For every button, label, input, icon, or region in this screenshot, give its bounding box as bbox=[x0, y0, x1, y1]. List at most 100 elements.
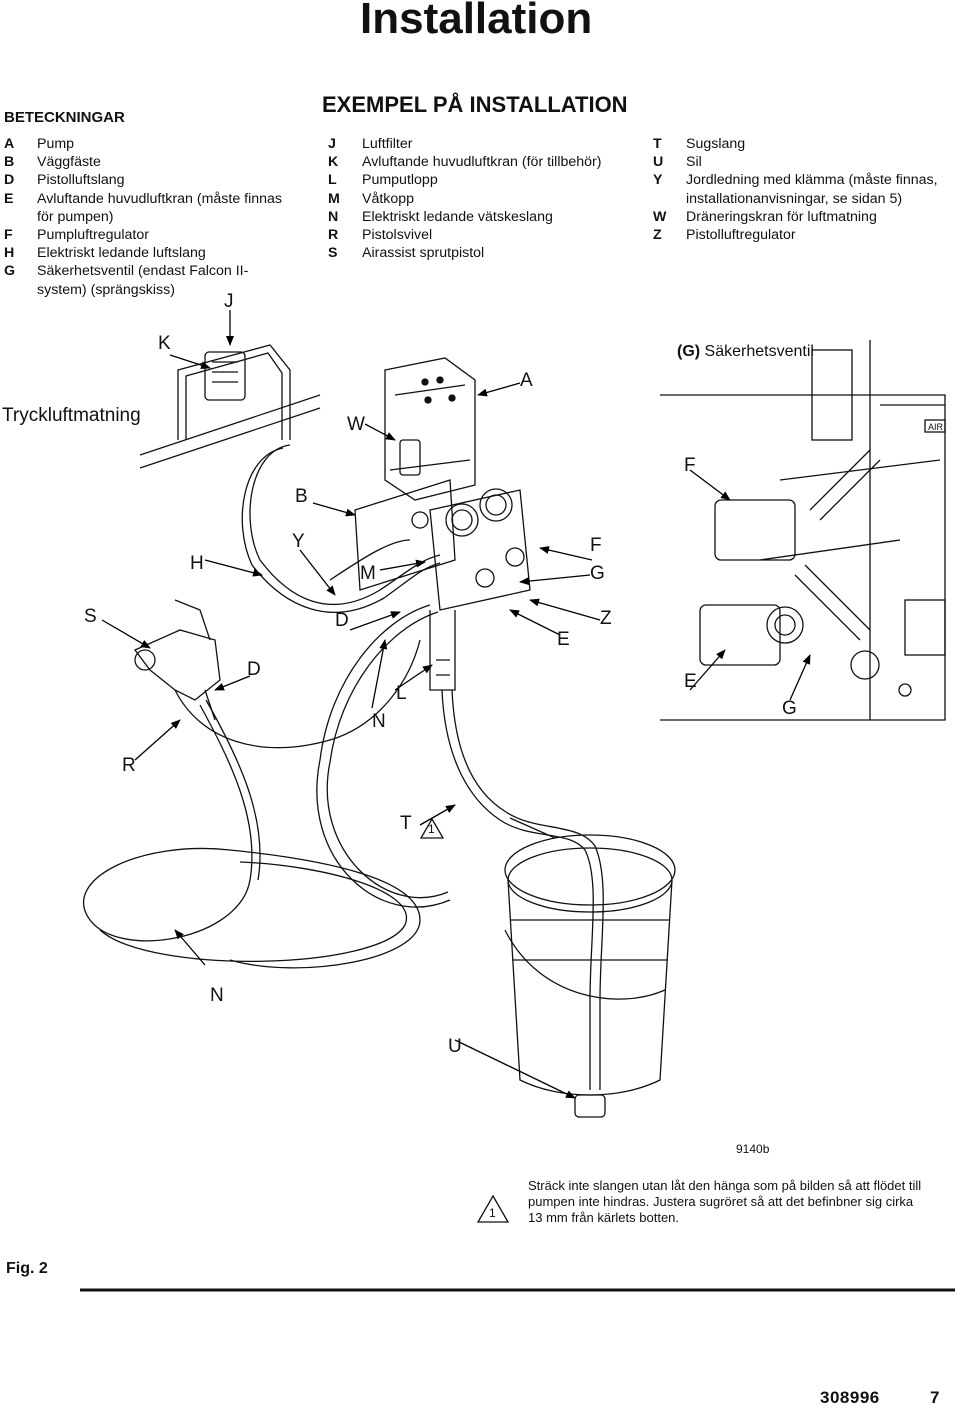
legend-code: Z bbox=[653, 227, 662, 244]
air-riser-pipe bbox=[177, 344, 291, 440]
legend-code: R bbox=[328, 227, 339, 244]
page-code: 308996 bbox=[820, 1388, 880, 1407]
legend-item: F Pumpluftregulator bbox=[4, 226, 284, 244]
air-filter bbox=[204, 351, 246, 401]
gun-hose-coil bbox=[83, 699, 421, 969]
warning-number-t: 1 bbox=[428, 822, 435, 836]
legend-item: H Elektriskt ledande luftslang bbox=[4, 244, 284, 262]
legend-text: Jordledning med klämma (måste finnas, in… bbox=[686, 172, 938, 207]
legend-item: W Dräneringskran för luftmatning bbox=[653, 208, 958, 226]
suction-hose bbox=[441, 689, 604, 1090]
legend-item: D Pistolluftslang bbox=[4, 171, 284, 189]
legend-text: Elektriskt ledande luftslang bbox=[37, 245, 206, 262]
air-hose-h bbox=[249, 444, 441, 606]
spray-gun bbox=[133, 629, 221, 701]
bucket-handle bbox=[504, 929, 666, 1000]
fluid-hose bbox=[316, 604, 451, 908]
legend-code: D bbox=[4, 172, 15, 189]
callout-m: M bbox=[360, 563, 376, 584]
legend-item: Y Jordledning med klämma (måste finnas, i… bbox=[653, 171, 958, 207]
legend-item: A Pump bbox=[4, 135, 284, 153]
legend-text: Sugslang bbox=[686, 136, 746, 152]
note-text: Sträck inte slangen utan låt den hänga s… bbox=[528, 1178, 922, 1225]
warning-triangle-t bbox=[419, 817, 445, 839]
air-supply-pipe bbox=[139, 394, 321, 469]
inset-callout-e: E bbox=[684, 671, 697, 692]
legend-code: F bbox=[4, 227, 13, 244]
legend-code: A bbox=[4, 136, 15, 152]
callout-h: H bbox=[190, 553, 204, 574]
legend-item: S Airassist sprutpistol bbox=[328, 244, 628, 262]
legend-text: Pumputlopp bbox=[362, 172, 438, 189]
callout-k: K bbox=[158, 333, 171, 354]
legend-text: Dräneringskran för luftmatning bbox=[686, 208, 877, 225]
inset-air-label: AIR bbox=[928, 422, 944, 432]
bucket-rim bbox=[504, 834, 676, 906]
legend-code: Y bbox=[653, 172, 663, 189]
callout-n-lower: N bbox=[210, 985, 224, 1006]
callout-tryckluftmatning: Tryckluftmatning bbox=[2, 405, 141, 426]
warning-number-note: 1 bbox=[489, 1206, 496, 1220]
ground-wire bbox=[329, 539, 411, 581]
inset-title: (G) Säkerhetsventil bbox=[677, 343, 814, 361]
inset-code: (G) bbox=[677, 343, 701, 360]
legend-code: S bbox=[328, 245, 338, 262]
callout-s: S bbox=[84, 606, 97, 627]
legend-code: L bbox=[328, 172, 337, 189]
callout-u: U bbox=[448, 1036, 462, 1057]
legend-text: Sil bbox=[686, 154, 702, 171]
callout-f: F bbox=[590, 535, 602, 556]
legend-code: B bbox=[4, 154, 15, 171]
legend-code: E bbox=[4, 190, 14, 207]
legend-text: Avluftande huvudluftkran (måste finnas f… bbox=[37, 190, 283, 225]
callout-z: Z bbox=[600, 608, 612, 629]
legend-code: W bbox=[653, 208, 667, 225]
callout-r: R bbox=[122, 755, 136, 776]
legend-item: G Säkerhetsventil (endast Falcon II-syste… bbox=[4, 262, 284, 298]
legend-text: Pistolsvivel bbox=[362, 227, 433, 244]
callout-b: B bbox=[295, 486, 308, 507]
legend-text: Våtkopp bbox=[362, 190, 415, 207]
legend-code: M bbox=[328, 190, 340, 207]
legend-text: Väggfäste bbox=[37, 154, 101, 171]
legend-code: H bbox=[4, 245, 15, 262]
legend-text: Airassist sprutpistol bbox=[362, 245, 485, 262]
legend-list-1: A Pump B Väggfäste D Pistolluftslang E Avluf… bbox=[4, 135, 284, 299]
legend-item: B Väggfäste bbox=[4, 153, 284, 171]
legend-heading-beteckningar: BETECKNINGAR bbox=[4, 109, 125, 126]
warning-triangle-note bbox=[476, 1194, 510, 1223]
figure-number: 9140b bbox=[736, 1142, 770, 1156]
callout-d-lower: D bbox=[247, 659, 261, 680]
callout-j: J bbox=[224, 291, 234, 312]
callout-t: T bbox=[400, 813, 412, 834]
legend-item: J Luftfilter bbox=[328, 135, 628, 153]
strainer bbox=[574, 1094, 606, 1118]
legend-item: R Pistolsvivel bbox=[328, 226, 628, 244]
legend-text: Säkerhetsventil (endast Falcon II-system… bbox=[37, 263, 249, 298]
legend-text: Pump bbox=[37, 136, 75, 152]
inset-safety-valve bbox=[660, 340, 946, 721]
legend-text: Pistolluftslang bbox=[37, 172, 125, 189]
legend-code: N bbox=[328, 208, 339, 225]
legend-item: M Våtkopp bbox=[328, 190, 628, 208]
inset-callout-g: G bbox=[782, 698, 797, 719]
page-title: Installation bbox=[360, 0, 593, 43]
wall-bracket bbox=[354, 479, 456, 591]
figure-label: Fig. 2 bbox=[6, 1260, 48, 1277]
legend-code: G bbox=[4, 263, 16, 280]
legend-text: Luftfilter bbox=[362, 136, 413, 152]
legend-heading-exempel: EXEMPEL PÅ INSTALLATION bbox=[322, 92, 628, 117]
legend-text: Avluftande huvudluftkran (för tillbehör) bbox=[362, 154, 602, 171]
callout-e: E bbox=[557, 629, 570, 650]
pump-lower bbox=[429, 610, 456, 691]
legend-text: Pistolluftregulator bbox=[686, 227, 796, 244]
legend-item: Z Pistolluftregulator bbox=[653, 226, 958, 244]
legend-text: Pumpluftregulator bbox=[37, 227, 149, 244]
legend-code: J bbox=[328, 136, 336, 152]
inset-callout-f: F bbox=[684, 455, 696, 476]
